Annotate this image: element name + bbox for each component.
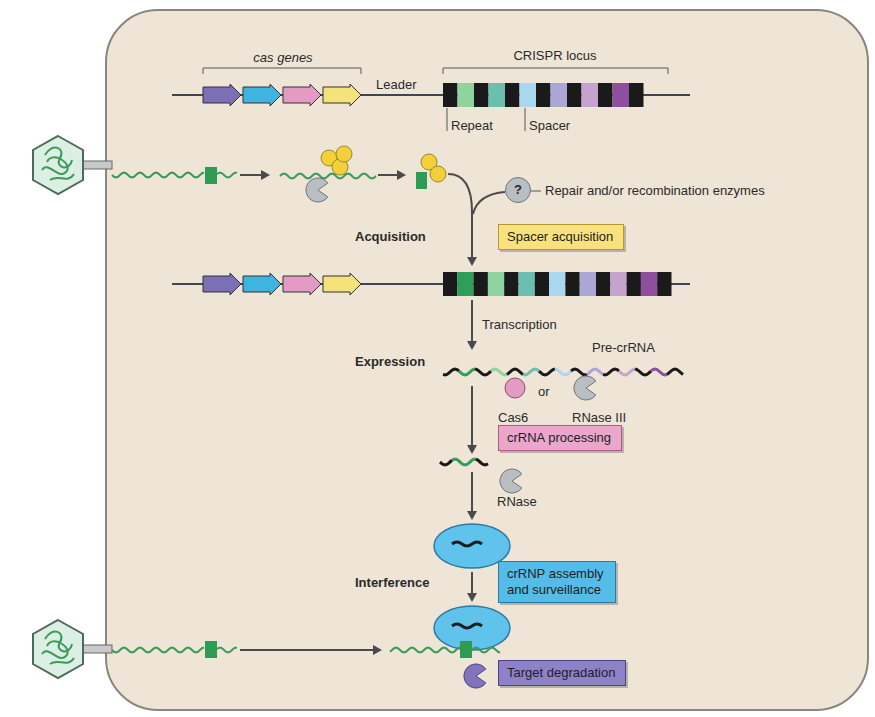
stage-label: Interference [355, 575, 429, 591]
step-box: Target degradation [498, 660, 626, 686]
cell-outline [106, 10, 868, 710]
unknown-enzyme-circle: ? [505, 177, 531, 203]
phage-top [33, 136, 217, 194]
label: Leader [376, 77, 416, 93]
label: Cas6 [498, 410, 528, 426]
label: Repeat [451, 118, 493, 134]
box-text: Target degradation [507, 665, 617, 681]
stage-label: Expression [355, 354, 425, 370]
label: Pre-crRNA [592, 340, 655, 356]
acquisition-complex [240, 146, 541, 264]
label: RNase [497, 494, 537, 510]
label: RNase III [572, 410, 626, 426]
label: Spacer [529, 118, 570, 134]
interference [33, 524, 510, 688]
label: or [538, 384, 550, 400]
step-box: crRNA processing [498, 425, 622, 451]
step-box: Spacer acquisition [498, 224, 624, 250]
processing [440, 369, 683, 518]
box-text: Spacer acquisition [507, 229, 615, 245]
stage-label: Acquisition [355, 229, 426, 245]
step-box: crRNP assembly and surveillance [498, 561, 616, 603]
genome-expanded [172, 272, 690, 348]
box-text: crRNA processing [507, 430, 613, 446]
box-text: crRNP assembly and surveillance [507, 566, 607, 597]
label: CRISPR locus [513, 48, 596, 64]
box-text: ? [506, 182, 530, 198]
label: cas genes [253, 50, 312, 66]
label: Repair and/or recombination enzymes [545, 183, 765, 199]
genome-top [172, 68, 690, 131]
label: Transcription [482, 317, 557, 333]
